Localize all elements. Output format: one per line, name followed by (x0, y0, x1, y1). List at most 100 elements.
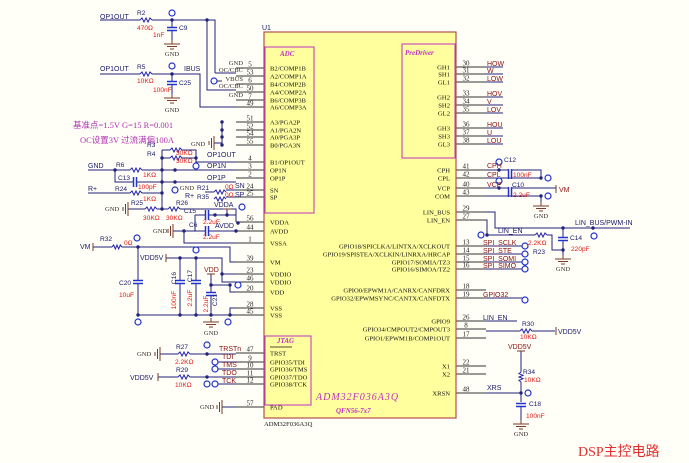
ground-icon (533, 202, 549, 212)
resistor-symbol (213, 188, 227, 196)
net-label-cpl: CPL (487, 172, 501, 179)
junction-dot (225, 213, 229, 217)
pin-number: 36 (463, 121, 471, 129)
test-point[interactable] (477, 231, 485, 239)
pin-number: 39 (247, 255, 255, 263)
test-point[interactable] (211, 365, 219, 373)
pin-number: 9 (248, 355, 252, 363)
adc-label: ADC (279, 50, 295, 58)
resistor-symbol (213, 195, 227, 203)
sheet-title: DSP主控电路 (578, 444, 660, 460)
c17-value: 2.2uF (187, 290, 194, 307)
capacitor-symbol (167, 26, 177, 32)
pin-name: GL3 (438, 142, 451, 149)
pin-number: 50 (247, 85, 255, 93)
net-label-v: V (487, 99, 492, 106)
resistor-symbol (139, 70, 153, 78)
test-point[interactable] (203, 380, 211, 388)
junction-dot (178, 313, 182, 317)
net-label-spi-sclk: SPI_SCLK (483, 240, 517, 247)
test-point[interactable] (590, 232, 598, 240)
pin-number: 51 (247, 115, 255, 123)
test-point[interactable] (495, 177, 503, 185)
test-point[interactable] (211, 380, 219, 388)
test-point[interactable] (133, 234, 141, 242)
test-point[interactable] (134, 318, 142, 326)
pin-name: GPIO32/EPWMSYNC/CANTX/CANFDTX (331, 296, 450, 303)
pin-number: 47 (247, 346, 255, 354)
test-point[interactable] (203, 341, 211, 349)
pin-name: VDDA (270, 220, 289, 227)
pin-number: 24 (247, 183, 255, 191)
pin-number: 56 (247, 215, 255, 223)
gnd-label: GND (204, 330, 219, 337)
capacitor-symbol (132, 177, 138, 187)
test-point[interactable] (210, 77, 218, 85)
pin-name: VDDIO (270, 272, 291, 279)
test-point[interactable] (521, 265, 529, 273)
test-point[interactable] (495, 158, 503, 166)
wire (152, 73, 236, 108)
test-point[interactable] (192, 246, 200, 254)
pin-number: 25 (247, 190, 255, 198)
pin-name: CPL (438, 176, 450, 183)
test-point[interactable] (224, 318, 232, 326)
test-point[interactable] (238, 203, 246, 211)
capacitor-symbol (133, 279, 143, 285)
pin-number: 28 (247, 301, 255, 309)
r34-ref: R34 (523, 369, 535, 376)
r30-value: 10KΩ (520, 334, 537, 341)
c17-ref: C17 (187, 270, 194, 282)
gnd-label: GND (165, 107, 180, 114)
test-point[interactable] (524, 389, 532, 397)
pin-name: GPIO34/CMPOUT2/CMPOUT3 (363, 327, 451, 334)
pin-name: B6/COMP3B (270, 98, 307, 105)
pin-name: A6/COMP3A (270, 105, 307, 112)
wire (512, 169, 542, 178)
pin-number: 16 (463, 262, 471, 270)
gnd-label: GND (191, 141, 206, 148)
pin-number: 37 (463, 129, 471, 137)
capacitor-symbol (558, 236, 568, 242)
pin-name: GPIO37/TDO (270, 375, 308, 382)
pin-number: 20 (247, 285, 255, 293)
resistor-symbol (111, 243, 123, 251)
capacitor-symbol (204, 210, 210, 220)
junction-dot (220, 272, 224, 276)
net-label-vdd5v: VDD5V (558, 329, 582, 336)
test-point[interactable] (521, 296, 529, 304)
c16-ref: C16 (171, 272, 178, 284)
junction-dot (160, 156, 164, 160)
wire (211, 284, 236, 293)
junction-dot (561, 248, 565, 252)
test-point[interactable] (171, 186, 179, 194)
test-point[interactable] (521, 258, 529, 266)
net-label-trstn: TRSTn (219, 346, 241, 353)
pin-name: GPIO1/EPWM1B/COMP1OUT (365, 336, 450, 343)
r32-value: 0Ω (124, 240, 133, 247)
test-point[interactable] (544, 192, 552, 200)
r23-value: 2.2KΩ (528, 240, 547, 247)
test-point[interactable] (521, 242, 529, 250)
net-label-vdd: VDD (204, 267, 219, 274)
junction-dot (113, 168, 117, 172)
net-label-oc-cbc: OC/CBC (219, 67, 244, 74)
test-point[interactable] (192, 162, 200, 170)
test-point[interactable] (521, 250, 529, 258)
test-point[interactable] (168, 62, 176, 70)
c15-value: 2.2uF (203, 219, 220, 226)
pin-name: VCP (437, 186, 450, 193)
c12-ref: C12 (504, 157, 516, 164)
gnd-label: GND (534, 213, 549, 220)
pin-number: 6 (248, 77, 252, 85)
net-label-r-plus: R+ (185, 193, 194, 200)
net-label-vdd5v: VDD5V (508, 344, 532, 351)
pin-name: SH1 (438, 72, 450, 79)
c25-value: 100nF (153, 87, 172, 94)
test-point[interactable] (211, 358, 219, 366)
pin-name: X2 (442, 372, 450, 379)
test-point[interactable] (544, 174, 552, 182)
junction-dot (170, 72, 174, 76)
test-point[interactable] (234, 281, 242, 289)
test-point[interactable] (168, 9, 176, 17)
